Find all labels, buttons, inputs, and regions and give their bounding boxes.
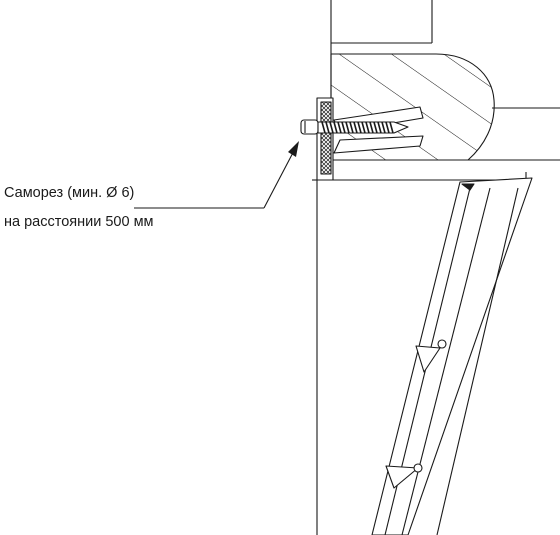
screw-thread-line <box>333 121 338 134</box>
screw-spacing-label: на расстоянии 500 мм <box>4 214 154 230</box>
screw-thread-line <box>337 121 342 134</box>
screw-thread-line <box>321 121 326 134</box>
screw-thread-line <box>349 121 354 134</box>
screw-thread-line <box>365 121 370 134</box>
self-tapping-screw <box>300 119 409 135</box>
shutter-box <box>312 179 318 535</box>
screw-thread-line <box>373 121 378 134</box>
callout-leader <box>134 141 299 209</box>
mounting-bracket <box>316 97 334 181</box>
screw-thread-line <box>329 121 334 134</box>
screw-thread-line <box>385 121 390 134</box>
screw-thread-line <box>353 121 358 134</box>
louver-assembly <box>371 177 533 535</box>
screw-thread-line <box>369 121 374 134</box>
screw-thread-line <box>381 121 386 134</box>
screw-spec-label: Саморез (мин. Ø 6) <box>4 185 134 201</box>
screw-thread-line <box>345 121 350 134</box>
screw-thread-line <box>325 121 330 134</box>
screw-thread-line <box>357 121 362 134</box>
screw-thread-line <box>361 121 366 134</box>
screw-thread-line <box>377 121 382 134</box>
screw-thread-line <box>341 121 346 134</box>
screw-thread-line <box>389 121 394 134</box>
